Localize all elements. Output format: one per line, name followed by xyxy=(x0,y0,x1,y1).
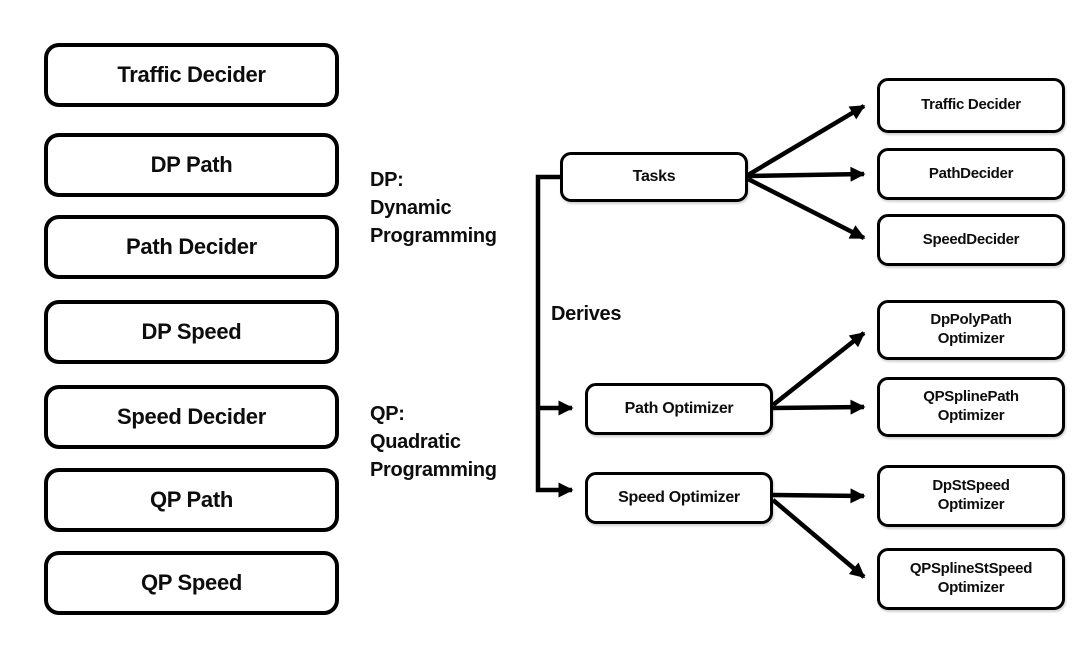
dp-legend: DP: Dynamic Programming xyxy=(370,166,497,250)
path-optimizer-to-dppolypath-arrow xyxy=(771,331,866,407)
tree-node-speed-optimizer: Speed Optimizer xyxy=(585,472,773,524)
left-box-traffic-decider: Traffic Decider xyxy=(44,43,339,107)
tasks-to-path-decider-arrow xyxy=(747,166,866,182)
leaf-qpsplinepath-optimizer: QPSplinePath Optimizer xyxy=(877,377,1065,437)
left-box-path-decider: Path Decider xyxy=(44,215,339,279)
leaf-path-decider: PathDecider xyxy=(877,148,1065,200)
dp-legend-line-1: DP: xyxy=(370,169,404,191)
tree-node-tasks: Tasks xyxy=(560,152,748,202)
derives-label: Derives xyxy=(551,303,622,325)
tasks-to-speed-decider-arrow xyxy=(746,176,866,241)
left-box-speed-decider: Speed Decider xyxy=(44,385,339,449)
derives-trunk-to-speed-optimizer-arrow xyxy=(535,174,574,498)
leaf-qpsplinestspeed-optimizer: QPSplineStSpeed Optimizer xyxy=(877,548,1065,610)
dp-legend-line-3: Programming xyxy=(370,225,497,247)
left-box-qp-path: QP Path xyxy=(44,468,339,532)
leaf-dppolypath-optimizer: DpPolyPath Optimizer xyxy=(877,300,1065,360)
leaf-speed-decider: SpeedDecider xyxy=(877,214,1065,266)
left-box-dp-speed: DP Speed xyxy=(44,300,339,364)
path-optimizer-to-qpsplinepath-arrow xyxy=(772,399,866,415)
left-box-dp-path: DP Path xyxy=(44,133,339,197)
leaf-dpstspeed-optimizer: DpStSpeed Optimizer xyxy=(877,465,1065,527)
leaf-traffic-decider: Traffic Decider xyxy=(877,78,1065,133)
qp-legend-line-1: QP: xyxy=(370,403,405,425)
tasks-to-traffic-decider-arrow xyxy=(746,104,866,177)
dp-legend-line-2: Dynamic xyxy=(370,197,452,219)
qp-legend-line-3: Programming xyxy=(370,459,497,481)
qp-legend: QP: Quadratic Programming xyxy=(370,400,497,484)
qp-legend-line-2: Quadratic xyxy=(370,431,461,453)
speed-optimizer-to-dpstspeed-arrow xyxy=(772,488,866,504)
left-box-qp-speed: QP Speed xyxy=(44,551,339,615)
tree-node-path-optimizer: Path Optimizer xyxy=(585,383,773,435)
speed-optimizer-to-qpsplinestspeed-arrow xyxy=(771,498,866,579)
